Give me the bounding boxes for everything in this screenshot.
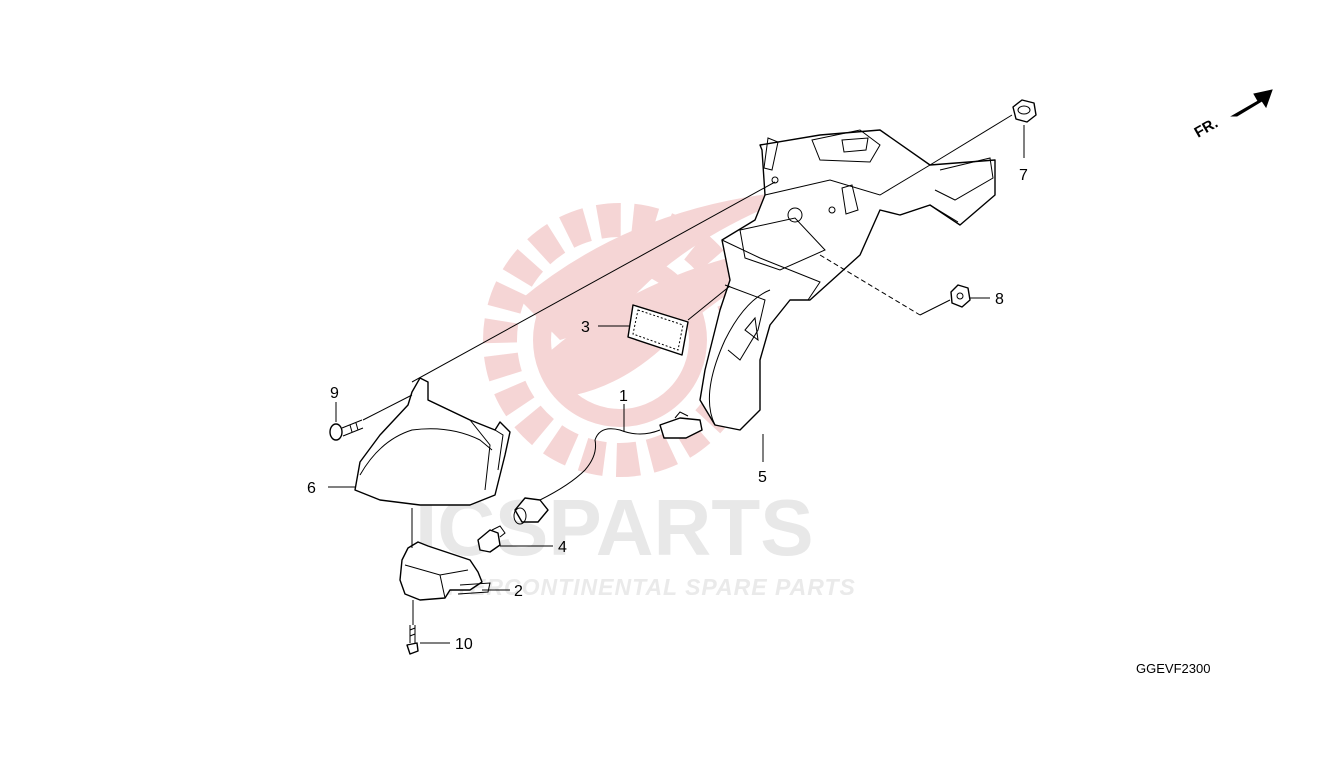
screw-part-9 [329,419,364,441]
watermark-tagline: INTERCONTINENTAL SPARE PARTS [430,574,856,600]
callout-1: 1 [619,388,628,405]
callout-9: 9 [330,385,339,402]
callout-8: 8 [995,291,1004,308]
callout-4: 4 [558,539,567,556]
nut-part-8 [950,284,971,308]
front-direction-label: FR. [1192,115,1221,142]
callout-6: 6 [307,480,316,497]
callout-2: 2 [514,583,523,600]
screw-part-10 [406,625,419,655]
callout-7: 7 [1019,167,1028,184]
callout-5: 5 [758,469,767,486]
license-light-case-part-2 [399,541,491,601]
bulb-part-4 [477,525,506,553]
leader-lines [328,114,1025,644]
diagram-code: GGEVF2300 [1136,661,1210,676]
front-direction-indicator: FR. [1192,89,1273,142]
callout-10: 10 [455,636,473,653]
rear-fender-part-5 [699,129,996,431]
socket-cord-part-1 [513,411,703,525]
grommet-part-7 [1012,99,1037,123]
callout-3: 3 [581,319,590,336]
front-arrow-icon [1230,89,1273,117]
license-light-cover-part-6 [354,377,511,506]
callout-labels: 1 2 3 4 5 6 7 8 9 10 [307,167,1028,653]
